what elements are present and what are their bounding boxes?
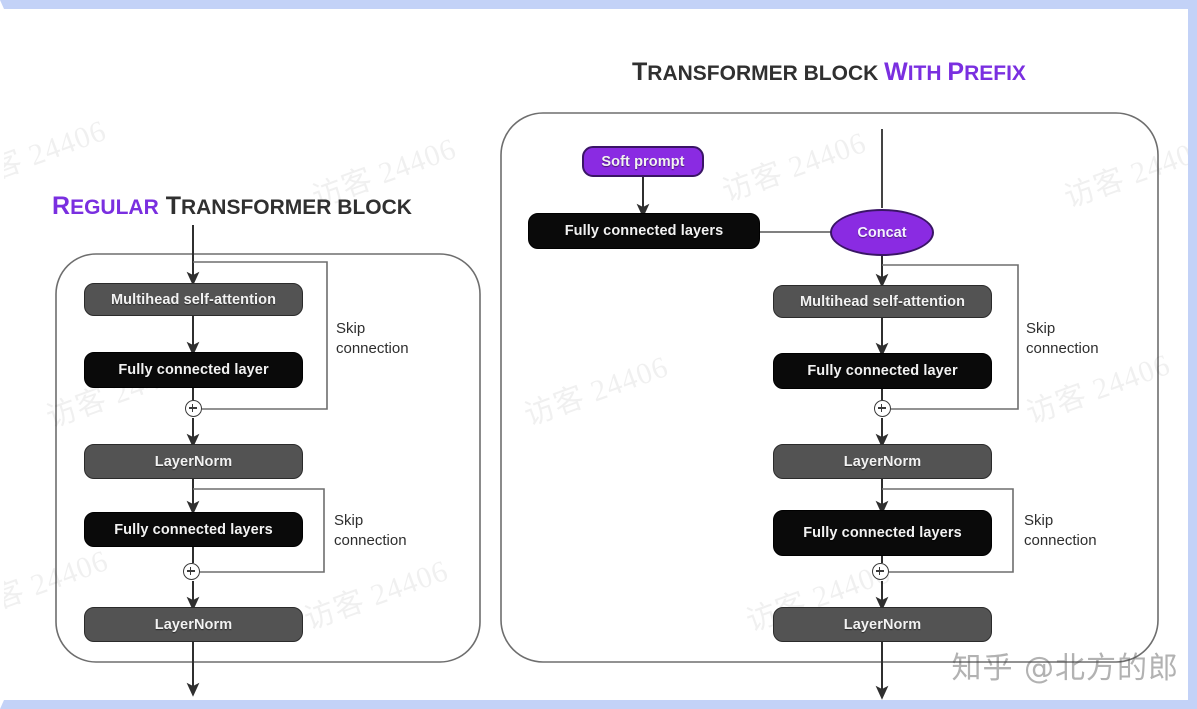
left-block-container — [55, 253, 481, 663]
left-skip-1-path — [193, 261, 328, 410]
title-accent-with-rest: ITH — [907, 62, 948, 85]
node-multihead-self-attention[interactable]: Multihead self-attention — [773, 285, 992, 318]
title-accent-prefix-rest: REFIX — [964, 62, 1026, 85]
node-fully-connected-layers[interactable]: Fully connected layers — [773, 510, 992, 556]
title-plain-cap: T — [632, 58, 648, 86]
add-node-2[interactable] — [871, 563, 889, 580]
right-diagram-title: TRANSFORMER BLOCK WITH PREFIX — [632, 58, 1026, 87]
node-fully-connected-layers[interactable]: Fully connected layers — [84, 512, 303, 547]
node-layernorm-2[interactable]: LayerNorm — [84, 607, 303, 642]
title-accent-prefix-cap: P — [947, 58, 965, 86]
skip-connection-label-1: Skip connection — [336, 319, 409, 360]
skip-label-line1: Skip — [334, 512, 364, 529]
skip-label-line1: Skip — [336, 320, 366, 337]
skip-connection-label-2: Skip connection — [334, 511, 407, 552]
node-layernorm-1[interactable]: LayerNorm — [773, 444, 992, 479]
node-soft-prompt[interactable]: Soft prompt — [582, 146, 704, 177]
title-accent-rest: EGULAR — [70, 196, 159, 219]
left-skip-2-path — [193, 488, 325, 573]
title-accent-with-cap: W — [884, 58, 908, 86]
node-layernorm-2[interactable]: LayerNorm — [773, 607, 992, 642]
add-node-1[interactable] — [873, 400, 891, 417]
node-multihead-self-attention[interactable]: Multihead self-attention — [84, 283, 303, 316]
skip-label-line2: connection — [1024, 532, 1097, 550]
left-diagram-title: REGULAR TRANSFORMER BLOCK — [52, 192, 412, 221]
title-plain-cap2: T — [165, 192, 181, 220]
right-block-container — [500, 112, 1159, 663]
skip-connection-label-1: Skip connection — [1026, 319, 1099, 360]
skip-label-line2: connection — [1026, 340, 1099, 358]
node-fully-connected-layers-prefix[interactable]: Fully connected layers — [528, 213, 760, 249]
skip-label-line2: connection — [334, 532, 407, 550]
author-watermark: 知乎 @北方的郎 — [951, 651, 1179, 686]
node-concat[interactable]: Concat — [830, 209, 934, 256]
title-accent-cap: R — [52, 192, 71, 220]
add-node-2[interactable] — [182, 563, 200, 580]
skip-label-line2: connection — [336, 340, 409, 358]
node-layernorm-1[interactable]: LayerNorm — [84, 444, 303, 479]
right-skip-2-path — [882, 488, 1014, 573]
skip-label-line1: Skip — [1024, 512, 1054, 529]
node-fully-connected-layer[interactable]: Fully connected layer — [773, 353, 992, 389]
skip-connection-label-2: Skip connection — [1024, 511, 1097, 552]
add-node-1[interactable] — [184, 400, 202, 417]
title-plain-rest: RANSFORMER BLOCK — [180, 196, 412, 219]
title-plain-cap — [159, 192, 166, 220]
title-plain-rest: RANSFORMER BLOCK — [647, 62, 885, 85]
node-fully-connected-layer[interactable]: Fully connected layer — [84, 352, 303, 388]
right-skip-1-path — [882, 264, 1019, 410]
skip-label-line1: Skip — [1026, 320, 1056, 337]
